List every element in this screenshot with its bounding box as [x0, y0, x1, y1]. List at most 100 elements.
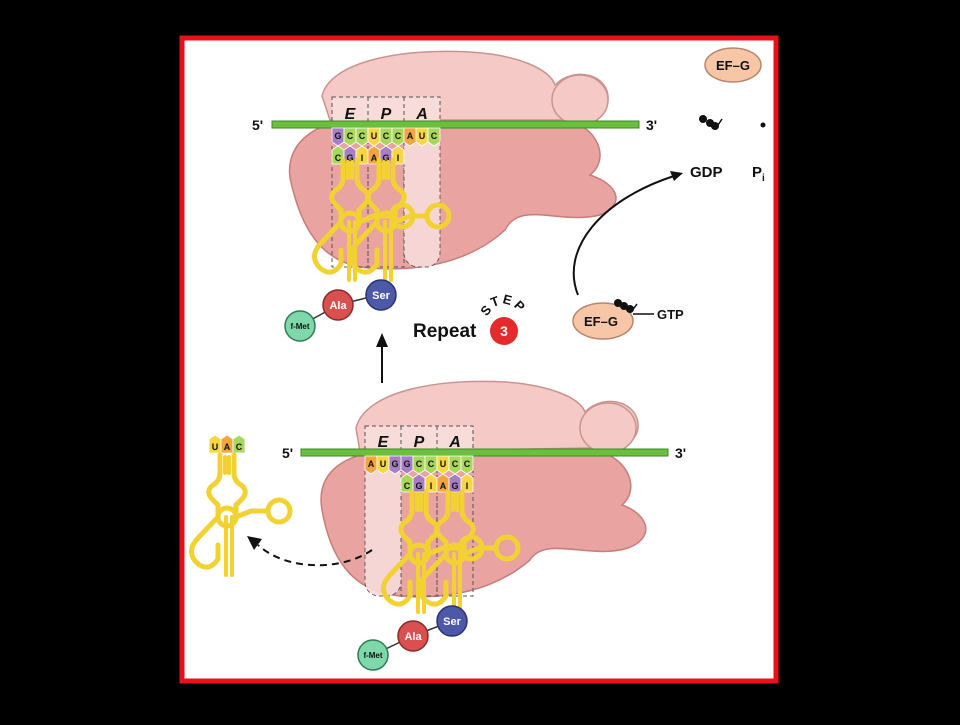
nucleotide-tile — [415, 127, 429, 147]
nucleotide-letter: U — [371, 131, 378, 141]
top-site-e: E — [345, 106, 357, 123]
nucleotide-letter: C — [359, 131, 366, 141]
nucleotide-letter: C — [431, 131, 438, 141]
top-mrna-strand — [271, 120, 640, 129]
top-ser-ball — [365, 279, 397, 311]
nucleotide-letter: I — [361, 153, 364, 163]
nucleotide-letter: C — [428, 459, 435, 469]
nucleotide-letter: U — [440, 459, 447, 469]
nucleotide-letter: C — [395, 131, 402, 141]
efg-bound-label: EF–G — [584, 314, 618, 329]
bottom-mrna-3prime: 3' — [675, 445, 686, 461]
nucleotide-tile — [367, 127, 381, 147]
nucleotide-tile — [460, 455, 474, 475]
nucleotide-letter: I — [397, 153, 400, 163]
nucleotide-letter: C — [236, 442, 243, 452]
nucleotide-letter: C — [347, 131, 354, 141]
pi-dot — [760, 122, 766, 128]
top-mrna-3prime: 3' — [646, 117, 657, 133]
nucleotide-letter: A — [224, 442, 231, 452]
gtp-hydrolysis-arrowhead — [670, 171, 683, 181]
bottom-mrna-5prime: 5' — [282, 445, 293, 461]
nucleotide-tile — [448, 455, 462, 475]
bottom-ser-label: Ser — [443, 616, 461, 628]
upward-arrow-head — [376, 333, 388, 347]
top-site-p: P — [381, 106, 392, 123]
nucleotide-letter: C — [416, 459, 423, 469]
nucleotide-letter: G — [403, 459, 410, 469]
gtp-label: GTP — [657, 307, 684, 322]
nucleotide-letter: C — [383, 131, 390, 141]
exit-arrow — [257, 544, 373, 567]
nucleotide-tile — [436, 455, 450, 475]
nucleotide-letter: G — [391, 459, 398, 469]
top-mrna-5prime: 5' — [252, 117, 263, 133]
bottom-fmet-ball — [357, 639, 389, 671]
nucleotide-tile — [427, 127, 441, 147]
nucleotide-letter: A — [407, 131, 414, 141]
step-number: 3 — [500, 323, 508, 339]
nucleotide-letter: C — [404, 481, 411, 491]
nucleotide-tile — [388, 455, 402, 475]
pi-subscript: i — [762, 173, 765, 184]
nucleotide-letter: A — [371, 153, 378, 163]
nucleotide-letter: G — [382, 153, 389, 163]
bottom-site-e: E — [378, 434, 390, 451]
efg-free-label: EF–G — [716, 58, 750, 73]
bottom-peptide-chain — [357, 605, 468, 671]
gdp-label: GDP — [690, 164, 723, 181]
nucleotide-letter: A — [368, 459, 375, 469]
repeat-label: Repeat — [413, 321, 477, 342]
nucleotide-tile — [412, 455, 426, 475]
nucleotide-tile — [460, 473, 474, 493]
top-small-subunit-lobe — [551, 74, 609, 126]
nucleotide-tile — [343, 127, 357, 147]
nucleotide-letter: C — [464, 459, 471, 469]
nucleotide-tile — [376, 455, 390, 475]
nucleotide-letter: G — [415, 481, 422, 491]
bottom-mrna-strand — [300, 448, 669, 457]
gtp-hydrolysis-arrow — [572, 175, 675, 296]
nucleotide-letter: I — [466, 481, 469, 491]
nucleotide-tile — [400, 455, 414, 475]
top-fmet-label: f-Met — [290, 322, 309, 331]
efg-bound-oval — [572, 302, 634, 340]
nucleotide-tile — [232, 434, 246, 454]
top-ala-label: Ala — [329, 300, 347, 312]
nucleotide-letter: G — [346, 153, 353, 163]
gdp-phosphate-glyph — [699, 115, 723, 130]
pi-label: Pi — [752, 164, 765, 184]
nucleotide-tile — [364, 455, 378, 475]
nucleotide-tile — [379, 127, 393, 147]
bottom-site-a: A — [448, 434, 461, 451]
nucleotide-letter: C — [335, 153, 342, 163]
top-site-a: A — [415, 106, 428, 123]
nucleotide-letter: U — [419, 131, 426, 141]
top-peptide-chain — [284, 279, 397, 342]
nucleotide-tile — [403, 127, 417, 147]
bottom-site-p: P — [414, 434, 425, 451]
nucleotide-letter: G — [451, 481, 458, 491]
top-fmet-ball — [284, 310, 316, 342]
bottom-ser-ball — [436, 605, 468, 637]
nucleotide-letter: I — [430, 481, 433, 491]
nucleotide-letter: G — [334, 131, 341, 141]
nucleotide-letter: A — [440, 481, 447, 491]
nucleotide-tile — [331, 127, 345, 147]
nucleotide-letter: U — [212, 442, 219, 452]
bottom-fmet-label: f-Met — [363, 651, 382, 660]
bottom-ala-ball — [397, 620, 429, 652]
nucleotide-tile — [391, 127, 405, 147]
exit-arrowhead — [247, 536, 262, 550]
pi-letter: P — [752, 164, 762, 181]
gtp-phosphate-glyph — [614, 299, 654, 315]
bottom-ala-label: Ala — [404, 631, 422, 643]
top-ser-label: Ser — [372, 290, 390, 302]
nucleotide-letter: U — [380, 459, 387, 469]
